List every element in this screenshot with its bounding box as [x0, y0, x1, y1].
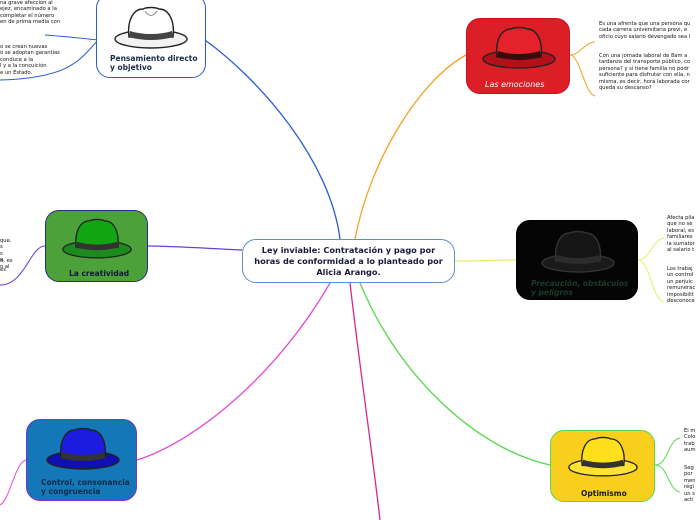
branch-green [147, 245, 243, 251]
black-hat-node[interactable]: Precaución, obstáculos y peligros [516, 220, 638, 300]
green-hat-icon [62, 218, 132, 259]
branch-black-notes-2 [637, 259, 665, 303]
branch-red-notes [569, 41, 596, 56]
green-hat-node[interactable]: La creatividad [45, 210, 148, 282]
green-hat-note-1: que, s s s. [0, 238, 12, 264]
branch-blue-notes [0, 459, 27, 506]
yellow-hat-note-1: El m Colo trab aum [684, 428, 696, 454]
green-hat-note-3: es [0, 267, 6, 273]
branch-yellow [359, 282, 551, 466]
white-hat-icon [114, 6, 188, 49]
white-hat-note-2: o se crean nuevas o se adoptan garantías… [0, 44, 60, 76]
branch-black-notes [637, 237, 665, 261]
red-hat-icon [482, 26, 556, 69]
green-hat-note-2: d, es o al [0, 258, 13, 271]
black-hat-icon [541, 230, 615, 273]
white-hat-label: Pensamiento directo y objetivo [110, 54, 198, 72]
blue-hat-icon [46, 427, 120, 470]
black-hat-note-1: Afecta pila que no se laboral, es famili… [667, 215, 695, 254]
black-hat-label: Precaución, obstáculos y peligros [531, 279, 629, 297]
branch-yellow-notes-2 [654, 464, 681, 493]
branch-green-notes [0, 245, 46, 286]
blue-hat-label: Control, consonancia y congruencia [41, 478, 130, 496]
branch-black [454, 259, 517, 262]
branch-white [204, 39, 341, 240]
red-hat-note-2: Con una jornada laboral de 8am a tardanz… [599, 53, 691, 92]
central-topic-text: Ley inviable: Contratación y pago por ho… [254, 244, 443, 277]
blue-hat-node[interactable]: Control, consonancia y congruencia [26, 419, 137, 501]
branch-blue [136, 282, 331, 461]
black-hat-note-2: Los trabaj un control un perjuic remuner… [667, 266, 696, 305]
green-hat-label: La creatividad [69, 269, 130, 278]
yellow-hat-label: Optimismo [581, 489, 627, 498]
yellow-hat-note-2: Seg por men régi un s acti [684, 465, 696, 504]
red-hat-label: Las emociones [485, 80, 545, 89]
central-topic[interactable]: Ley inviable: Contratación y pago por ho… [242, 239, 455, 283]
red-hat-node[interactable]: Las emociones [466, 18, 570, 94]
branch-white-notes-1 [44, 34, 99, 41]
branch-bottom [349, 282, 381, 520]
branch-red [354, 54, 467, 240]
white-hat-note-1: na grave afección al ejez, encaminado a … [0, 0, 61, 26]
red-hat-note-1: Es una afrenta que una persona qu cada c… [599, 21, 691, 40]
white-hat-node[interactable]: Pensamiento directo y objetivo [96, 0, 206, 78]
branch-red-notes-2 [569, 54, 596, 97]
yellow-hat-icon [568, 436, 638, 477]
branch-yellow-notes [654, 437, 681, 466]
branch-white-notes-2 [0, 39, 99, 81]
yellow-hat-node[interactable]: Optimismo [550, 430, 655, 502]
